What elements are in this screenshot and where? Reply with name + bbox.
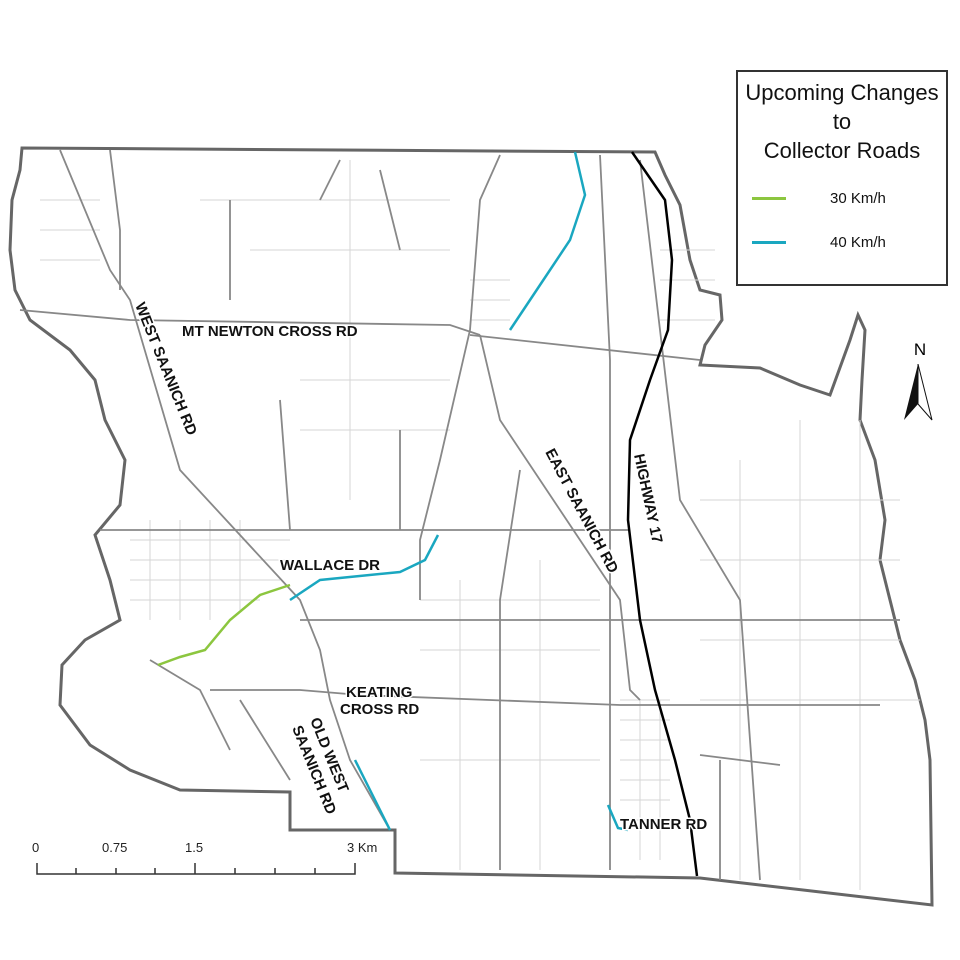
label-keating-cross-rd-2: CROSS RD xyxy=(340,701,419,718)
scale-tick-label: 1.5 xyxy=(185,840,204,855)
legend-label: 40 Km/h xyxy=(830,234,886,251)
scale-bar: 0 0.75 1.5 3 Km xyxy=(30,840,390,880)
speed-40-roads xyxy=(289,151,629,832)
scale-bar-ruler xyxy=(36,863,356,875)
legend-title: Upcoming Changes to Collector Roads xyxy=(738,78,946,165)
legend-label: 30 Km/h xyxy=(830,190,886,207)
label-tanner-rd: TANNER RD xyxy=(620,816,707,833)
collector-roads xyxy=(19,149,900,881)
legend: Upcoming Changes to Collector Roads 30 K… xyxy=(736,70,948,286)
speed-30-road xyxy=(157,583,291,667)
north-arrow: N xyxy=(900,340,940,425)
north-arrow-icon xyxy=(904,364,933,421)
legend-title-line: Collector Roads xyxy=(763,138,921,163)
legend-item-30: 30 Km/h xyxy=(738,190,886,207)
legend-title-line: Upcoming Changes xyxy=(745,80,939,105)
legend-title-line: to xyxy=(832,109,852,134)
label-wallace-dr: WALLACE DR xyxy=(280,557,380,574)
label-keating-cross-rd-1: KEATING xyxy=(346,684,412,701)
highway-17-line xyxy=(626,151,699,877)
legend-item-40: 40 Km/h xyxy=(738,234,886,251)
north-label: N xyxy=(913,340,927,359)
scale-tick-label: 0 xyxy=(32,840,40,855)
green-line-swatch xyxy=(752,197,786,200)
scale-tick-label: 0.75 xyxy=(102,840,128,855)
label-mt-newton-cross-rd: MT NEWTON CROSS RD xyxy=(182,323,358,340)
municipal-boundary xyxy=(8,146,934,907)
minor-roads xyxy=(40,160,920,890)
blue-line-swatch xyxy=(752,241,786,244)
scale-tick-label: 3 Km xyxy=(347,840,378,855)
